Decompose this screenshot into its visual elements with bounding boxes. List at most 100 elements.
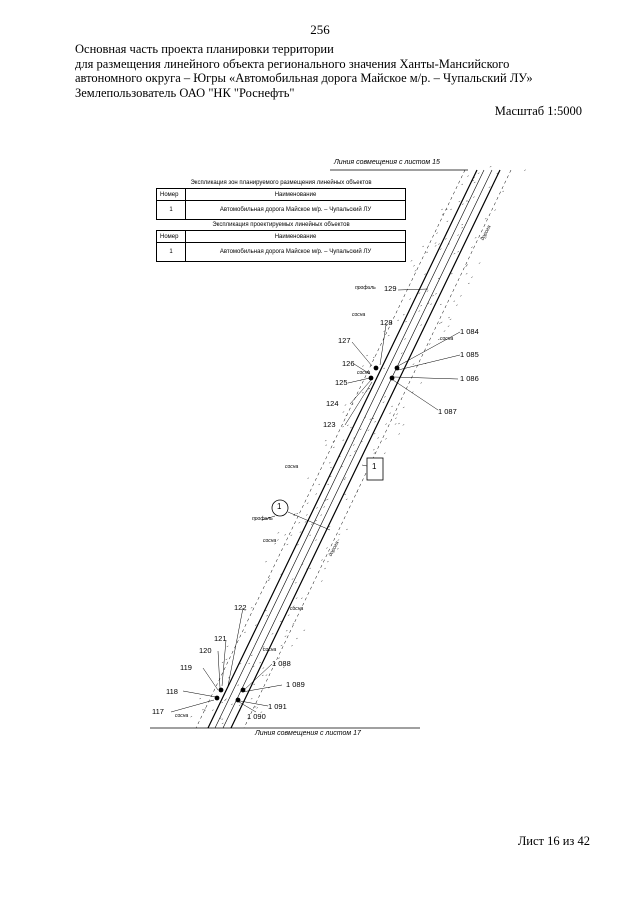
hatch-mark xyxy=(344,404,347,406)
hatch-mark xyxy=(373,433,376,435)
object-marker-circle xyxy=(271,499,289,517)
hatch-mark xyxy=(337,539,340,541)
hatch-mark xyxy=(277,539,279,541)
hatch-mark xyxy=(304,521,307,523)
hatch-mark xyxy=(439,303,442,306)
hatch-mark xyxy=(432,295,435,297)
hatch-mark xyxy=(405,321,407,323)
hatch-mark xyxy=(296,637,298,640)
hatch-mark xyxy=(384,396,386,398)
hatch-mark xyxy=(467,282,470,285)
hatch-mark xyxy=(336,548,339,550)
hatch-mark xyxy=(446,220,449,222)
hatch-mark xyxy=(473,181,476,184)
hatch-mark xyxy=(413,265,415,267)
hatch-mark xyxy=(448,316,450,319)
hatch-mark xyxy=(441,208,443,211)
table1-cell-num: 1 xyxy=(156,200,186,220)
point-label: 117 xyxy=(152,707,164,716)
hatch-mark xyxy=(324,567,326,570)
hatch-mark xyxy=(265,674,268,676)
hatch-mark xyxy=(398,433,401,435)
point-label: 1 085 xyxy=(460,350,479,359)
hatch-mark xyxy=(424,273,426,275)
hatch-mark xyxy=(402,424,405,426)
hatch-mark xyxy=(400,352,403,354)
hatch-mark xyxy=(318,483,321,486)
point-label: 1 091 xyxy=(268,702,287,711)
hatch-mark xyxy=(438,322,441,324)
hatch-mark xyxy=(367,429,370,431)
hatch-mark xyxy=(303,629,306,631)
hatch-mark xyxy=(484,237,487,239)
top-match-label: Линия совмещения с листом 15 xyxy=(334,159,440,166)
hatch-mark xyxy=(412,363,415,365)
hatch-mark xyxy=(441,213,444,215)
point-label: 1 089 xyxy=(286,680,305,689)
hatch-mark xyxy=(434,245,437,247)
hatch-mark xyxy=(494,209,497,211)
annotation: профиль xyxy=(355,285,376,291)
hatch-mark xyxy=(389,412,391,414)
hatch-mark xyxy=(305,514,308,516)
hatch-mark xyxy=(225,698,227,700)
hatch-mark xyxy=(239,663,242,665)
hatch-mark xyxy=(294,582,297,584)
hatch-mark xyxy=(396,413,398,415)
hatch-mark xyxy=(450,208,452,210)
hatch-mark xyxy=(292,623,295,625)
hatch-mark xyxy=(457,251,460,253)
hatch-mark xyxy=(456,304,458,306)
hatch-mark xyxy=(315,520,317,522)
hatch-mark xyxy=(292,605,295,607)
annotation: сосна xyxy=(175,713,189,719)
hatch-mark xyxy=(438,243,440,245)
hatch-mark xyxy=(354,450,356,452)
hatch-mark xyxy=(252,665,255,668)
document-header: Основная часть проекта планировки террит… xyxy=(75,42,595,100)
hatch-mark xyxy=(435,293,437,295)
road-corridor xyxy=(195,169,512,729)
hatch-mark xyxy=(271,633,274,635)
hatch-mark xyxy=(342,411,345,413)
hatch-mark xyxy=(465,265,468,267)
hatch-mark xyxy=(489,166,492,168)
page-number: 256 xyxy=(310,22,330,37)
hatch-mark xyxy=(330,466,332,469)
hatch-mark xyxy=(221,701,224,704)
point-label: 1 088 xyxy=(272,659,291,668)
hatch-mark xyxy=(280,644,283,647)
hatch-mark xyxy=(457,234,459,236)
hatch-mark xyxy=(391,405,393,408)
hatch-mark xyxy=(466,264,469,266)
hatch-mark xyxy=(402,314,405,316)
hatch-mark xyxy=(261,674,264,677)
hatch-mark xyxy=(450,273,453,275)
point-label: 127 xyxy=(338,336,351,345)
table1-header-num: Номер xyxy=(156,188,186,201)
hatch-mark xyxy=(326,561,329,563)
annotation: профиль xyxy=(252,516,273,522)
hatch-mark xyxy=(461,227,464,229)
hatch-mark xyxy=(202,709,204,711)
hatch-mark xyxy=(374,421,377,423)
hatch-mark xyxy=(460,295,462,297)
point-label: 128 xyxy=(380,318,393,327)
hatch-mark xyxy=(328,462,331,464)
hatch-mark xyxy=(267,579,270,582)
hatch-mark xyxy=(474,237,477,239)
hatch-mark xyxy=(414,270,417,272)
hatch-mark xyxy=(410,260,413,262)
hatch-mark xyxy=(437,277,440,280)
hatch-mark xyxy=(443,330,446,332)
hatch-mark xyxy=(343,478,346,481)
hatch-mark xyxy=(250,607,253,609)
hatch-mark xyxy=(221,722,224,724)
point-label: 1 090 xyxy=(247,712,266,721)
boundary-point xyxy=(368,375,374,381)
hatch-mark xyxy=(254,706,257,708)
point-label: 119 xyxy=(180,663,192,672)
boundary-points xyxy=(214,365,400,703)
hatch-mark xyxy=(437,338,440,341)
